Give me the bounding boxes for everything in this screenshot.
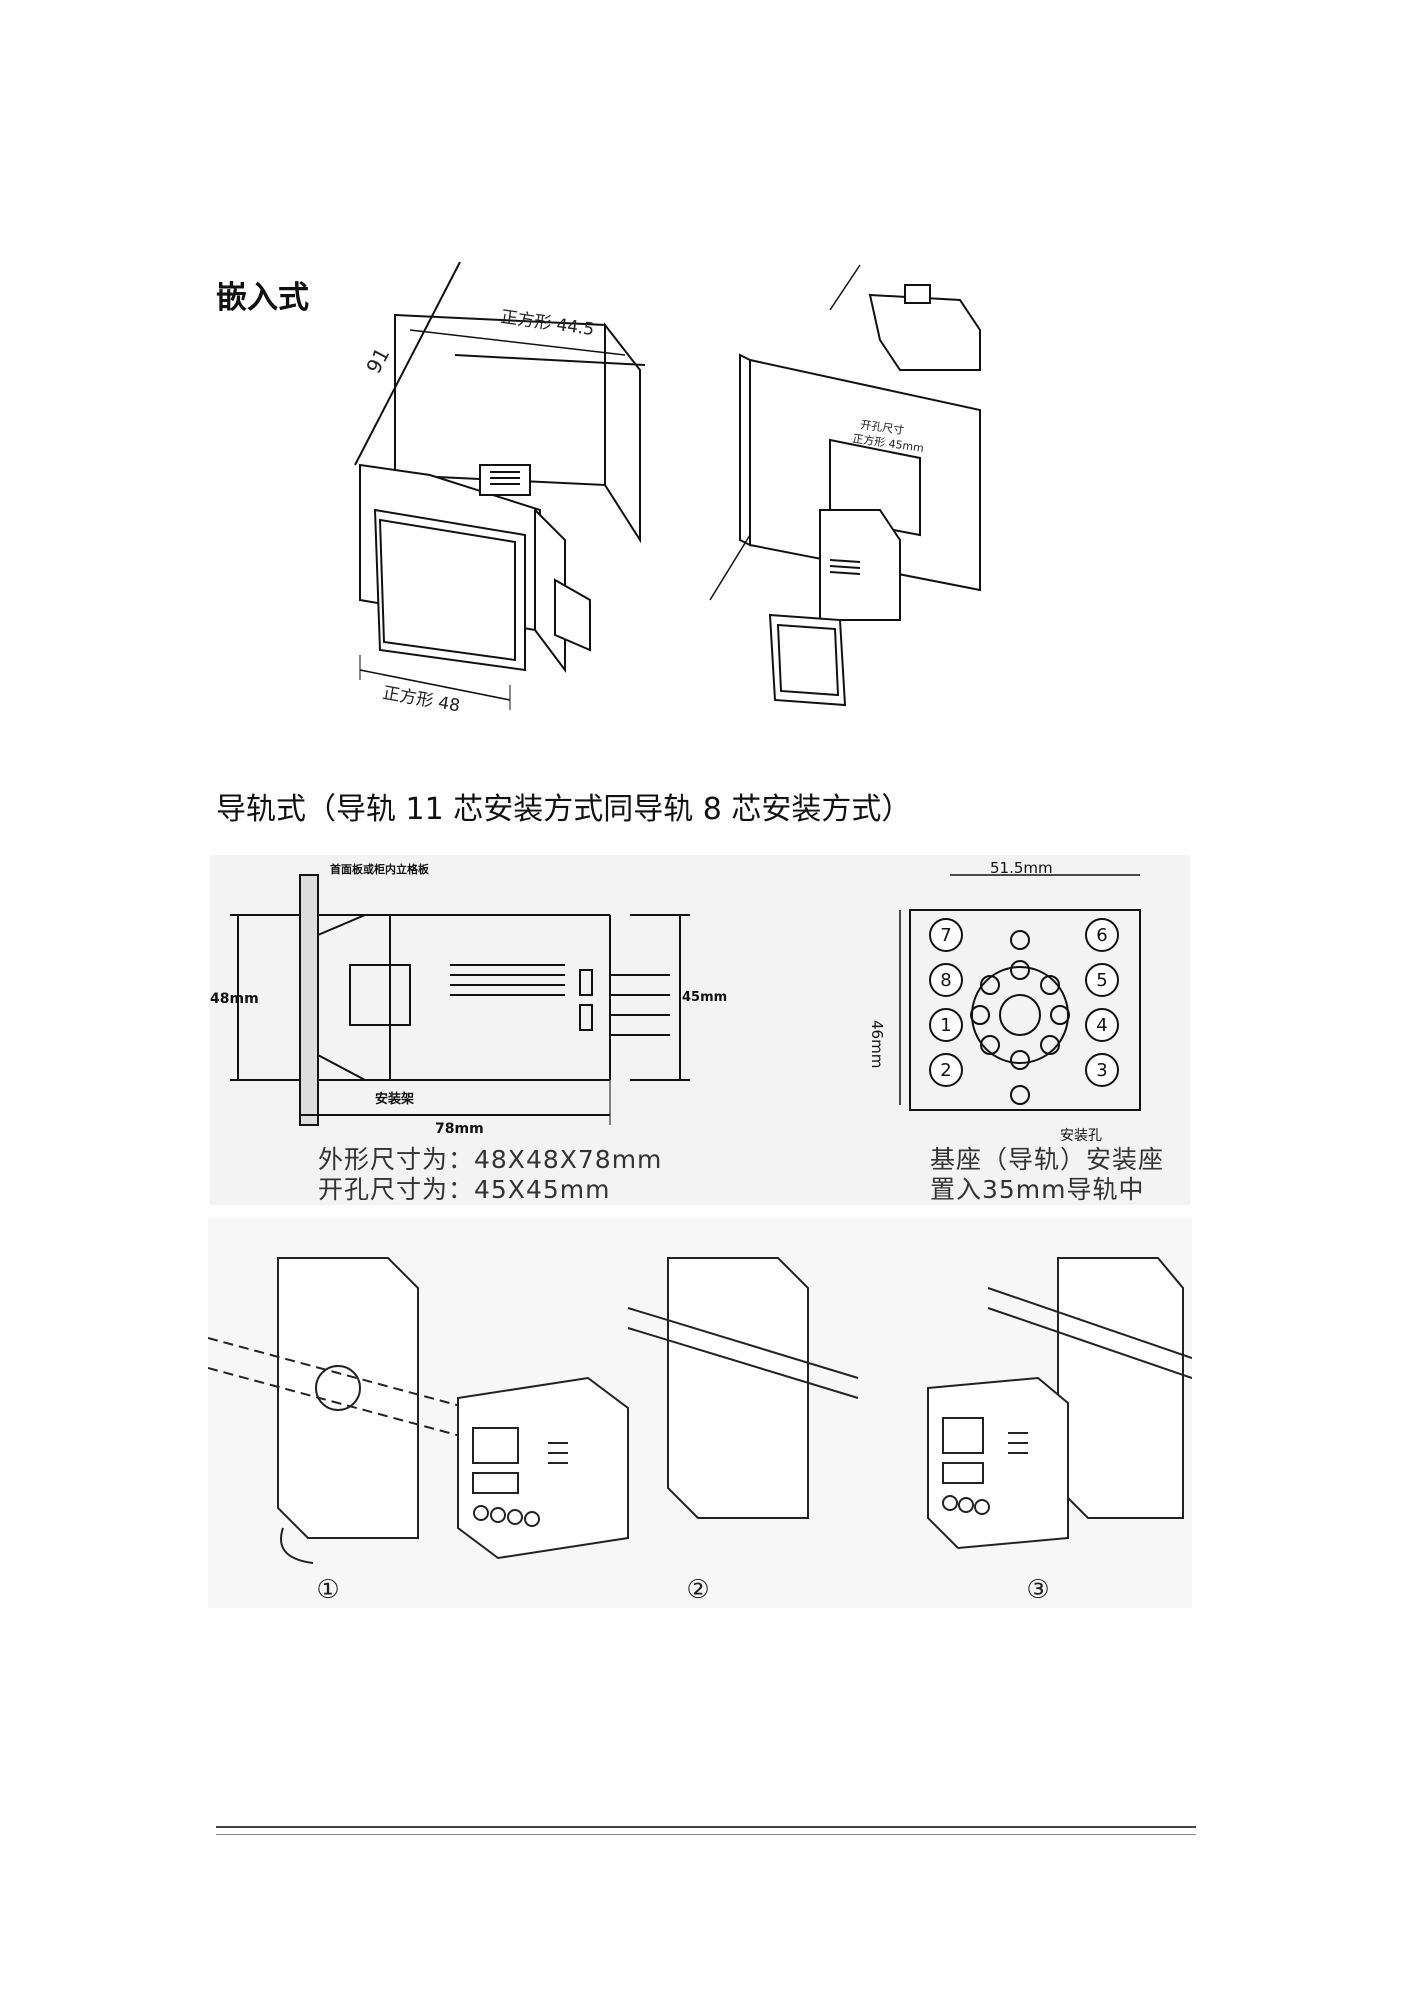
rail-mount-svg: 首面板或柜内立格板 48mm 45mm 安装架 78mm 51.5mm 46mm: [210, 859, 1141, 1144]
terminal-3: 3: [1096, 1060, 1107, 1081]
installation-steps-svg: ① ② ③: [208, 1257, 1192, 1605]
depth-label: 91: [361, 344, 394, 378]
section-heading-rail-mount: 导轨式（导轨 11 芯安装方式同导轨 8 芯安装方式）: [216, 792, 912, 827]
base-caption-line2: 置入35mm导轨中: [930, 1175, 1145, 1204]
dimension-caption-line2: 开孔尺寸为：45X45mm: [318, 1175, 611, 1204]
base-width-label: 51.5mm: [990, 859, 1053, 877]
dimension-caption: 外形尺寸为：48X48X78mm 开孔尺寸为：45X45mm: [318, 1145, 662, 1205]
step-3-label: ③: [1026, 1575, 1049, 1605]
rail-mount-diagram: 首面板或柜内立格板 48mm 45mm 安装架 78mm 51.5mm 46mm: [210, 855, 1190, 1205]
flush-mount-diagram: 91 正方形 44.5 正方形 48 开孔尺寸 正方形 45mm: [300, 250, 1060, 730]
cutout-label-line1: 开孔尺寸: [860, 417, 906, 437]
base-caption-line1: 基座（导轨）安装座: [930, 1145, 1165, 1174]
step-2-label: ②: [686, 1575, 709, 1605]
mount-hole-label: 安装孔: [1060, 1128, 1102, 1144]
panel-label: 首面板或柜内立格板: [330, 862, 430, 876]
bracket-label: 安装架: [375, 1091, 414, 1107]
terminal-8: 8: [940, 970, 951, 991]
terminal-5: 5: [1096, 970, 1107, 991]
terminal-4: 4: [1096, 1015, 1107, 1036]
terminal-1: 1: [940, 1015, 951, 1036]
height-label: 48mm: [210, 991, 259, 1007]
footer-rule: [216, 1826, 1196, 1835]
terminal-6: 6: [1096, 925, 1107, 946]
base-height-label: 46mm: [868, 1020, 886, 1068]
length-label: 78mm: [435, 1121, 484, 1137]
installation-steps-diagram: ① ② ③: [208, 1218, 1192, 1608]
dimension-caption-line1: 外形尺寸为：48X48X78mm: [318, 1145, 663, 1174]
section-heading-flush-mount: 嵌入式: [216, 280, 309, 316]
terminal-grid: 7 8 1 2 6 5 4 3: [929, 918, 1119, 1087]
base-caption: 基座（导轨）安装座 置入35mm导轨中: [930, 1145, 1164, 1205]
inner-height-label: 45mm: [682, 990, 727, 1005]
terminal-7: 7: [940, 925, 951, 946]
terminal-2: 2: [940, 1060, 951, 1081]
step-1-label: ①: [316, 1575, 339, 1605]
flush-mount-svg: 91 正方形 44.5 正方形 48 开孔尺寸 正方形 45mm: [354, 261, 981, 716]
